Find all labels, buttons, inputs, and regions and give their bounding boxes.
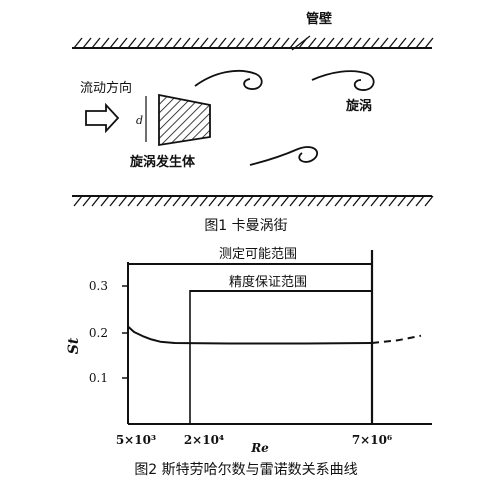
bluff-body-label: 旋涡发生体 bbox=[129, 154, 196, 170]
x-tick-label: 7×10⁶ bbox=[352, 433, 392, 447]
flow-direction-label: 流动方向 bbox=[80, 80, 132, 96]
accuracy-range-label: 精度保证范围 bbox=[229, 274, 307, 290]
pipe-wall-bottom bbox=[72, 195, 434, 207]
bluff-body: d bbox=[136, 93, 211, 147]
x-tick-label: 5×10³ bbox=[116, 433, 156, 447]
y-tick-label: 0.3 bbox=[89, 279, 108, 293]
vortex-spiral-icon bbox=[311, 70, 375, 91]
x-ticks: 5×10³ 2×10⁴ 7×10⁶ bbox=[116, 433, 392, 447]
flow-direction-arrow-icon bbox=[85, 102, 120, 134]
karman-vortex-figure: 管壁 流动方向 d 旋涡发生体 旋涡 图1 卡曼涡街 bbox=[72, 11, 434, 234]
st-curve bbox=[127, 325, 373, 345]
diameter-label: d bbox=[136, 114, 143, 127]
y-axis-label: St bbox=[66, 337, 82, 354]
vortex-spiral-icon bbox=[194, 69, 263, 90]
measurable-range-label: 测定可能范围 bbox=[219, 247, 297, 262]
x-tick-label: 2×10⁴ bbox=[184, 433, 224, 447]
pipe-wall-top bbox=[72, 37, 434, 49]
x-axis-label: Re bbox=[250, 441, 269, 455]
curve-layer bbox=[127, 325, 422, 345]
vortex-label: 旋涡 bbox=[345, 98, 372, 114]
y-ticks: 0.3 0.2 0.1 bbox=[89, 279, 128, 385]
figure2-caption: 图2 斯特劳哈尔数与雷诺数关系曲线 bbox=[134, 462, 357, 478]
figure1-caption: 图1 卡曼涡街 bbox=[204, 218, 287, 234]
pipe-wall-leader-line bbox=[291, 35, 311, 51]
strouhal-reynolds-chart: 测定可能范围 精度保证范围 0.3 0.2 0.1 St 5×10³ 2×10⁴… bbox=[66, 247, 432, 478]
st-curve-extrapolated bbox=[371, 334, 422, 344]
y-tick-label: 0.1 bbox=[89, 371, 108, 385]
vortex-spiral-icon bbox=[249, 146, 319, 166]
y-tick-label: 0.2 bbox=[89, 326, 108, 340]
pipe-wall-label: 管壁 bbox=[306, 11, 332, 27]
